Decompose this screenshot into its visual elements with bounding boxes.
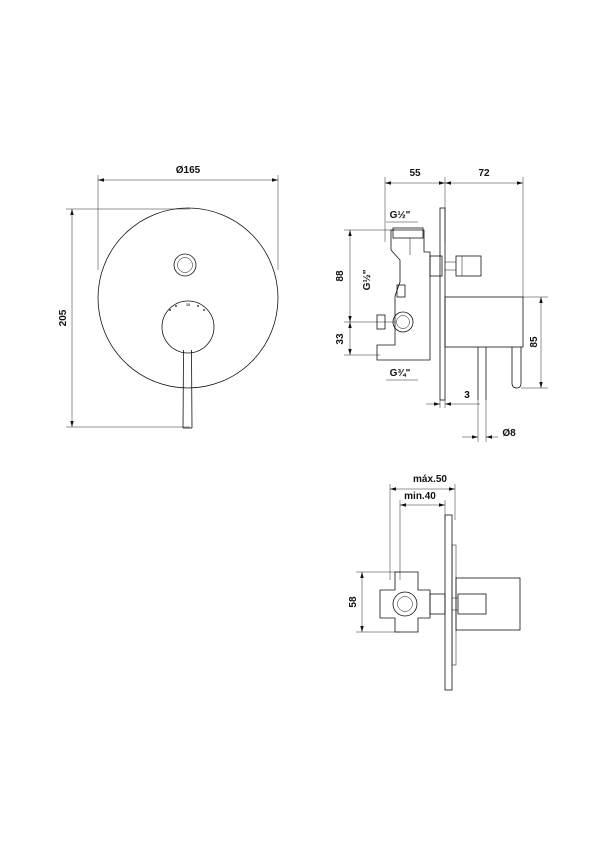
depth-55-label: 55	[409, 168, 421, 179]
lever-diameter-label: Ø8	[502, 428, 516, 439]
side-handle	[444, 296, 524, 348]
mixer-handle	[161, 300, 215, 354]
temperature-mark: 38	[186, 302, 191, 307]
thread-bottom-label: G¾"	[390, 368, 411, 379]
min-depth-label: min.40	[404, 491, 436, 502]
front-view: Ø165 205 38	[58, 165, 279, 429]
cartridge	[429, 255, 443, 277]
bottom-inlet	[392, 311, 414, 333]
section-valve-body	[379, 571, 431, 633]
section-handle	[455, 577, 521, 631]
side-view: 55 72 88 G½"	[335, 168, 548, 442]
section-wall-plate	[444, 514, 453, 691]
wall-plate	[97, 207, 279, 389]
dim-85-label: 85	[529, 336, 540, 348]
section-view: máx.50 min.40 58	[348, 474, 521, 691]
diverter-button	[173, 253, 197, 277]
thread-mid-label: G½"	[362, 269, 373, 290]
max-depth-label: máx.50	[413, 474, 447, 485]
mixer-lever	[182, 349, 184, 429]
dim-88-label: 88	[335, 270, 346, 282]
depth-72-label: 72	[478, 168, 490, 179]
side-wall-plate	[439, 207, 446, 401]
dim-3-label: 3	[464, 390, 470, 401]
dim-33-label: 33	[335, 333, 346, 345]
valve-body	[376, 229, 431, 361]
dim-58-label: 58	[348, 596, 359, 608]
front-height-label: 205	[58, 309, 69, 326]
thread-top-label: G½"	[390, 210, 411, 221]
front-diameter-label: Ø165	[176, 165, 201, 176]
